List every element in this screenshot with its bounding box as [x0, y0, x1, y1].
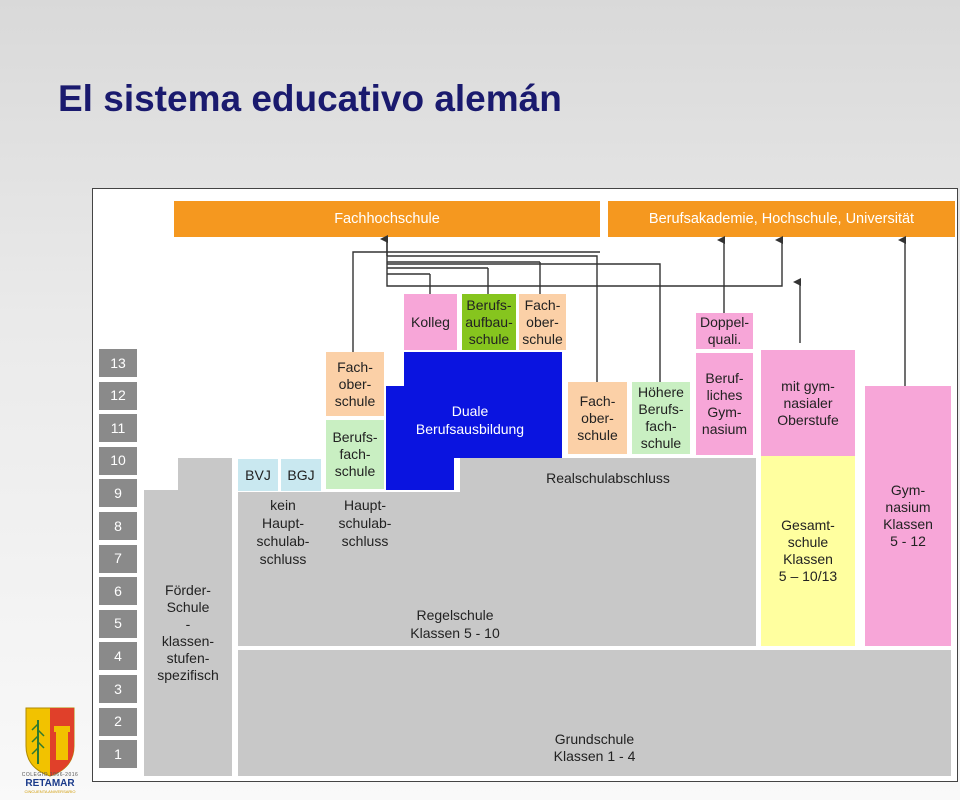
grade-13: 13	[99, 349, 137, 377]
bvj-box: BVJ	[238, 459, 278, 491]
universitaet-bar: Berufsakademie, Hochschule, Universität	[608, 201, 955, 237]
kein-hauptschulabschluss-label: kein Haupt- schulab- schluss	[256, 497, 310, 567]
grade-2: 2	[99, 707, 137, 736]
grade-9: 9	[99, 479, 137, 508]
grade-8: 8	[99, 512, 137, 540]
doppelquali-box: Doppel- quali.	[696, 313, 753, 349]
berufsaufbauschule-box: Berufs- aufbau- schule	[462, 294, 516, 350]
page-title: El sistema educativo alemán	[58, 78, 562, 119]
regelschule-label: Regelschule Klassen 5 - 10	[410, 607, 500, 641]
realschulabschluss-box: Realschulabschluss	[460, 458, 756, 498]
kolleg-box: Kolleg	[404, 294, 457, 350]
duale-middle-part	[386, 386, 562, 458]
logo-name: RETAMAR	[25, 778, 75, 789]
retamar-logo: COLEGIO 1966-2016 RETAMAR CINCUENTA ANIV…	[18, 706, 82, 794]
gesamtschule-box: Gesamt- schule Klassen 5 – 10/13	[761, 456, 855, 646]
gymnasium-box: Gym- nasium Klassen 5 - 12	[865, 386, 951, 646]
fachoberschule-mid-box: Fach- ober- schule	[568, 382, 627, 454]
grade-10: 10	[99, 446, 137, 475]
regelschule-box	[238, 492, 756, 646]
logo-line3: CINCUENTA ANIVERSARIO	[24, 789, 76, 794]
fachoberschule-top-box: Fach- ober- schule	[519, 294, 566, 350]
bgj-box: BGJ	[281, 459, 321, 491]
fachhochschule-bar: Fachhochschule	[174, 201, 600, 237]
grade-3: 3	[99, 675, 137, 703]
grade-11: 11	[99, 414, 137, 443]
foerderschule-box: Förder- Schule - klassen- stufen- spezif…	[144, 490, 232, 776]
fachoberschule-left-box: Fach- ober- schule	[326, 352, 384, 416]
shield-icon	[25, 707, 75, 777]
berufsfachschule-box: Berufs- fach- schule	[326, 420, 384, 489]
grade-5: 5	[99, 609, 137, 638]
duale-bottom-part	[386, 456, 454, 490]
grade-1: 1	[99, 740, 137, 769]
grundschule-box: Grundschule Klassen 1 - 4	[238, 650, 951, 776]
hauptschulabschluss-label: Haupt- schulab- schluss	[338, 497, 392, 549]
grade-12: 12	[99, 381, 137, 410]
logo-line1: COLEGIO 1966-2016	[21, 772, 79, 778]
gymnasiale-oberstufe-box: mit gym- nasialer Oberstufe	[761, 350, 855, 456]
hoehere-berufsfachschule-box: Höhere Berufs- fach- schule	[632, 382, 690, 454]
duale-label: Duale Berufsausbildung	[415, 403, 525, 437]
grade-4: 4	[99, 642, 137, 671]
grade-6: 6	[99, 577, 137, 606]
duale-top-part	[404, 352, 562, 388]
berufliches-gymnasium-box: Beruf- liches Gym- nasium	[696, 353, 753, 455]
grade-7: 7	[99, 544, 137, 573]
